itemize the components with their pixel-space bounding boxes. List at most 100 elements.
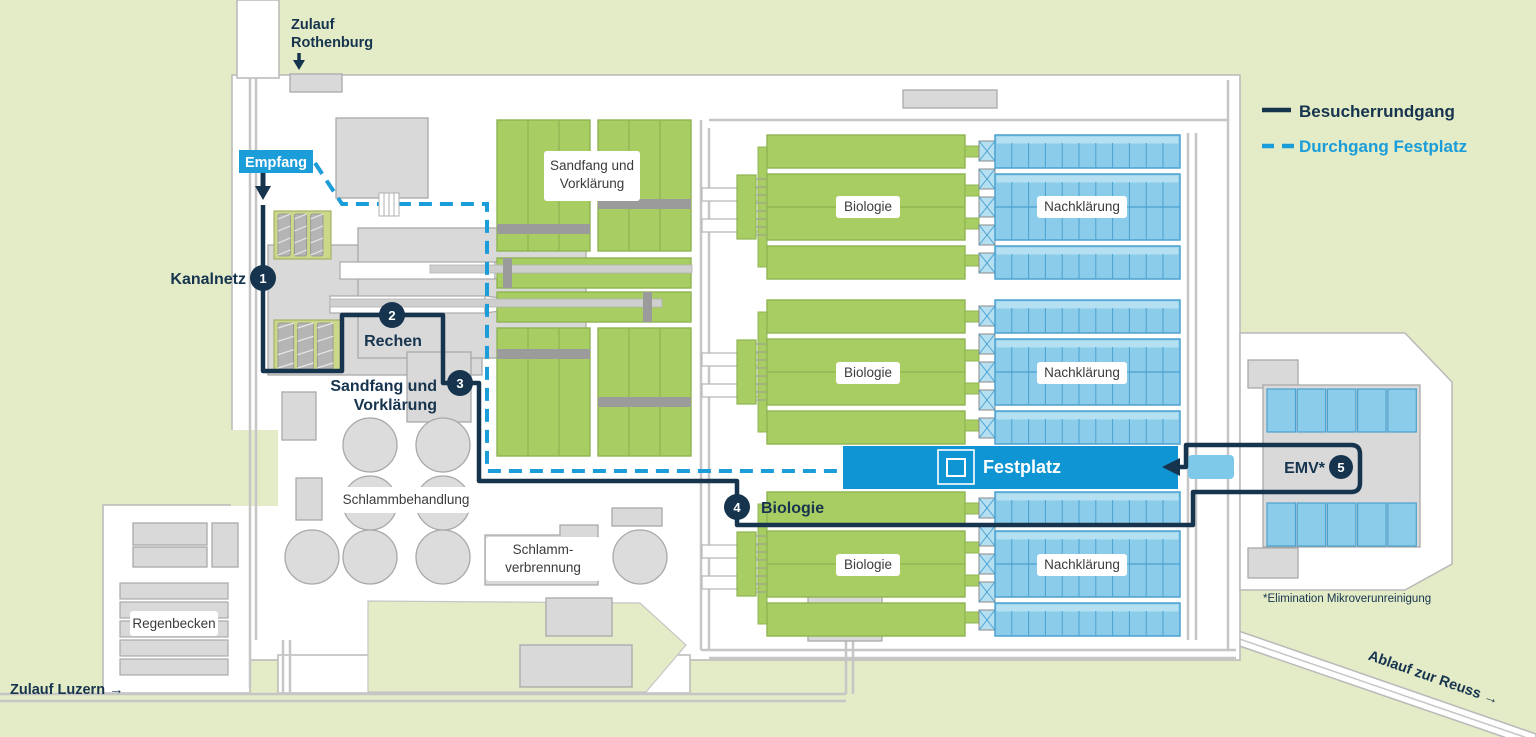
bio-distributor bbox=[736, 531, 757, 597]
festplatz-label: Festplatz bbox=[983, 457, 1061, 477]
svg-text:1: 1 bbox=[259, 271, 266, 286]
hourglass-x bbox=[978, 252, 996, 274]
screw-thread bbox=[297, 335, 314, 342]
building bbox=[611, 507, 663, 527]
bio-distributor bbox=[736, 339, 757, 405]
building bbox=[132, 546, 208, 568]
nachklaerung-label-2: Nachklärung bbox=[1044, 365, 1120, 380]
route-durchgang-festplatz bbox=[313, 161, 843, 473]
emv-cell bbox=[1356, 502, 1387, 547]
screw bbox=[310, 213, 324, 257]
hourglass-x bbox=[978, 581, 996, 603]
emv-cell bbox=[1326, 388, 1357, 433]
tank-crossbar bbox=[643, 292, 652, 322]
biologie-label-1: Biologie bbox=[844, 199, 892, 214]
empfang-label: Empfang bbox=[245, 155, 307, 171]
tank-crossbar bbox=[497, 349, 590, 359]
sandfang-box-label: Sandfang und bbox=[550, 158, 634, 173]
emv-cell bbox=[1266, 388, 1297, 433]
bio-tab bbox=[964, 574, 980, 587]
svg-text:Durchgang Festplatz: Durchgang Festplatz bbox=[1299, 137, 1467, 156]
emv-cell bbox=[1296, 388, 1327, 433]
screw-thread bbox=[277, 249, 291, 256]
svg-text:Kanalnetz: Kanalnetz bbox=[170, 271, 246, 288]
screw-thread bbox=[277, 362, 294, 369]
nach-lane-band bbox=[996, 175, 1179, 183]
hourglass-x bbox=[978, 305, 996, 327]
station-2: 2 Rechen bbox=[364, 302, 422, 350]
screw-thread bbox=[297, 349, 314, 356]
tank-crossbar bbox=[497, 224, 590, 234]
screw-thread bbox=[310, 237, 324, 244]
bio-tab bbox=[964, 145, 980, 158]
area-label-boxes: Sandfang und Vorklärung Biologie Biologi… bbox=[130, 151, 1127, 636]
hourglass-x bbox=[978, 224, 996, 246]
screw bbox=[293, 213, 308, 257]
emv-cell bbox=[1356, 388, 1387, 433]
screw-thread bbox=[310, 213, 324, 220]
empfang-badge: Empfang bbox=[239, 150, 313, 173]
tank-crossbar bbox=[598, 397, 691, 407]
screw-thread bbox=[317, 322, 334, 329]
station-2-badge bbox=[379, 302, 405, 328]
screw-thread bbox=[310, 225, 324, 232]
regen-basin bbox=[119, 639, 229, 657]
screw-thread bbox=[317, 362, 334, 369]
screw bbox=[277, 213, 291, 257]
svg-text:5: 5 bbox=[1337, 460, 1344, 475]
bio-tab bbox=[964, 310, 980, 323]
legend: Besucherrundgang Durchgang Festplatz bbox=[1262, 102, 1467, 156]
station-5: EMV* 5 bbox=[1284, 455, 1353, 479]
building bbox=[1247, 359, 1299, 389]
hourglass-x bbox=[978, 497, 996, 519]
screw-thread bbox=[294, 249, 307, 256]
svg-text:Vorklärung: Vorklärung bbox=[560, 176, 625, 191]
zulauf-rothenburg-label: Zulauf bbox=[291, 17, 335, 33]
svg-text:Besucherrundgang: Besucherrundgang bbox=[1299, 102, 1455, 121]
hourglass-x bbox=[978, 196, 996, 218]
nachklaerung-label-1: Nachklärung bbox=[1044, 199, 1120, 214]
pipe-network bbox=[0, 78, 1236, 703]
bio-tab bbox=[964, 254, 980, 267]
schlammbehandlung-label: Schlammbehandlung bbox=[343, 492, 470, 507]
hourglass-x bbox=[978, 553, 996, 575]
sludge-tank bbox=[415, 417, 471, 473]
svg-text:EMV*: EMV* bbox=[1284, 460, 1326, 477]
screw-thread bbox=[294, 225, 307, 232]
footnote: *Elimination Mikroverunreinigung bbox=[1263, 593, 1431, 605]
bio-tab bbox=[964, 349, 980, 362]
sandfang-vorklaerung-tanks bbox=[329, 119, 693, 457]
biologie-label-2: Biologie bbox=[844, 365, 892, 380]
station-4: 4 Biologie bbox=[724, 494, 824, 520]
svg-text:Biologie: Biologie bbox=[761, 500, 824, 517]
building bbox=[519, 644, 633, 688]
screw bbox=[297, 322, 314, 370]
bio-tab bbox=[964, 382, 980, 395]
green-tank bbox=[597, 327, 692, 457]
svg-text:3: 3 bbox=[456, 376, 463, 391]
green-tank bbox=[496, 327, 591, 457]
sludge-tank bbox=[342, 529, 398, 585]
emv-cell bbox=[1387, 502, 1417, 547]
biologie-tanks bbox=[736, 134, 980, 637]
emv-cell bbox=[1387, 388, 1417, 433]
legend-item-durchgang-festplatz: Durchgang Festplatz bbox=[1262, 137, 1467, 156]
building bbox=[335, 117, 429, 199]
building bbox=[281, 391, 317, 441]
station-4-badge bbox=[724, 494, 750, 520]
green-patch bbox=[231, 430, 278, 506]
bio-lane bbox=[766, 134, 966, 169]
nach-lane-band bbox=[996, 412, 1179, 420]
legend-item-besucherrundgang: Besucherrundgang bbox=[1262, 102, 1455, 121]
bio-tab bbox=[964, 541, 980, 554]
building bbox=[1247, 547, 1299, 579]
sludge-tank bbox=[415, 529, 471, 585]
screw-thread bbox=[277, 349, 294, 356]
svg-text:verbrennung: verbrennung bbox=[505, 560, 581, 575]
screw bbox=[277, 322, 295, 370]
emv-cell bbox=[1266, 502, 1297, 547]
biologie-label-3: Biologie bbox=[844, 557, 892, 572]
festplatz-bar: Festplatz bbox=[843, 446, 1178, 489]
